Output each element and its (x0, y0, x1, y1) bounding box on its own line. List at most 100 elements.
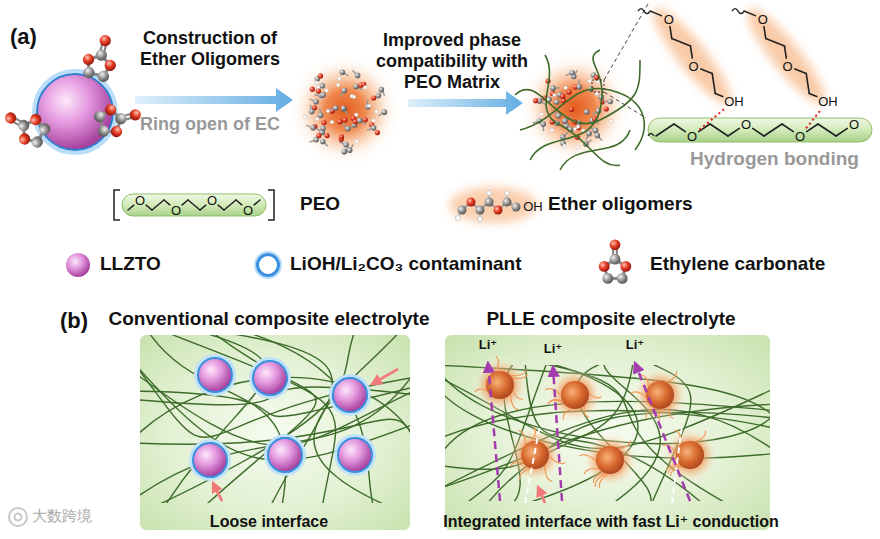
oligomer-atoms (313, 99, 319, 105)
atom-symbol: OH (523, 200, 543, 213)
legend-text: Ether oligomers (548, 193, 693, 215)
oligomer-coated-particle (676, 441, 704, 469)
oligomer-atoms (320, 139, 326, 145)
oligomer-coated-particle (579, 455, 596, 461)
legend-text: LiOH/Li₂CO₃ contaminant (290, 253, 522, 275)
oligomer-atoms (604, 106, 609, 111)
peo-chains (515, 50, 644, 170)
oligomer-coated-particle (545, 465, 552, 481)
atom-symbol: O (782, 59, 792, 72)
skeletal-formula (728, 128, 739, 136)
oligomer-atoms (337, 119, 342, 124)
oligomer-atoms (310, 125, 316, 131)
step-sublabel: Ring open of EC (135, 114, 285, 135)
legend-text: LLZTO (100, 253, 161, 275)
legend-oligomer-sample (476, 206, 485, 215)
step-label: Construction of Ether Oligomers (125, 28, 295, 70)
oligomer-atoms (379, 87, 385, 93)
watermark-logo (9, 508, 27, 526)
oligomer-atoms (540, 112, 544, 116)
skeletal-formula (164, 200, 170, 205)
oligomer-atoms (341, 88, 347, 94)
oligomer-coated-particle (545, 389, 561, 396)
legend-oligomer-sample (487, 191, 492, 196)
skeletal-formula (753, 128, 764, 136)
oligomer-atoms (584, 109, 590, 115)
oligomer-atoms (310, 87, 315, 92)
llzto-particle (331, 376, 370, 415)
zoom-view (648, 118, 872, 142)
oligomer-atoms (372, 119, 376, 123)
hydrogen-bond (699, 109, 724, 130)
llzto-particle (336, 436, 375, 475)
oligomer-atoms (350, 94, 354, 98)
skeletal-formula (648, 134, 654, 137)
skeletal-formula (146, 205, 152, 210)
pointer-arrow (372, 369, 398, 384)
hydrogen-bond (806, 111, 820, 129)
li-ion-path (488, 363, 500, 501)
oligomer-coated-particle (521, 441, 549, 469)
oligomer-atoms (609, 119, 613, 123)
skeletal-formula (236, 200, 242, 205)
oligomer-coated-particle (646, 381, 674, 409)
legend-peo-sample (114, 190, 274, 220)
oligomer-atoms (533, 98, 538, 103)
oligomer-atoms (316, 89, 321, 94)
atom-symbol: O (207, 194, 217, 207)
particle-in-peo (604, 92, 646, 118)
oligomer-atoms (554, 99, 560, 105)
oligomer-coated-particle (618, 440, 631, 448)
oligomer-atoms (376, 93, 382, 99)
oligomer-atoms (569, 107, 574, 112)
atom-symbol: O (243, 204, 253, 217)
legend-contaminant-sample (255, 252, 281, 278)
polymer-chains (140, 335, 410, 503)
oligomer-atoms (550, 91, 555, 96)
oligomer-coated-particle (584, 469, 599, 474)
oligomer-atoms (371, 125, 377, 131)
atom-symbol: O (741, 118, 751, 131)
oligomer-atoms (365, 104, 371, 110)
polymer-chains (496, 365, 741, 501)
llzto-particle (198, 358, 232, 392)
llzto-particle (191, 356, 375, 480)
oligomer-coated-particle (596, 446, 624, 474)
legend-peo-sample (114, 190, 120, 220)
oligomer-atoms (336, 83, 340, 87)
oligomer-coated-particle (549, 456, 566, 464)
oligomer-coated-particle (531, 426, 535, 441)
legend-oligomer-sample (458, 206, 467, 215)
oligomer-atoms (607, 99, 613, 105)
peo-chains (530, 50, 602, 160)
oligomer-atoms (563, 144, 567, 148)
legend-llzto-sample (66, 253, 90, 277)
oligomer-atoms (347, 148, 353, 154)
pointer-arrow (213, 483, 222, 501)
skeletal-formula (650, 11, 661, 16)
llzto-particle (196, 356, 235, 395)
oligomer-atoms (320, 83, 326, 89)
skeletal-formula (744, 11, 755, 16)
oligomer-coated-particle (669, 406, 674, 419)
skeletal-formula (128, 205, 134, 210)
watermark-logo (15, 514, 22, 521)
llzto-particle (0, 31, 145, 153)
panel-letter: (b) (60, 308, 88, 333)
legend-oligomer-sample (485, 198, 494, 207)
process-arrow (135, 88, 293, 112)
llzto-particle (253, 361, 287, 395)
skeletal-formula (638, 9, 847, 136)
skeletal-formula (128, 200, 260, 210)
legend-peo-sample (268, 190, 274, 220)
skeletal-formula (188, 200, 200, 210)
ion-label: Li⁺ (544, 342, 562, 355)
legend-contaminant-sample (258, 255, 279, 276)
legend-ec-sample (599, 239, 631, 283)
oligomer-atoms (550, 128, 554, 132)
watermark: 大数跨境 (32, 508, 92, 525)
oligomer-atoms (567, 89, 572, 94)
oligomer-atoms (303, 69, 387, 154)
oligomer-coated-particle (510, 369, 526, 375)
